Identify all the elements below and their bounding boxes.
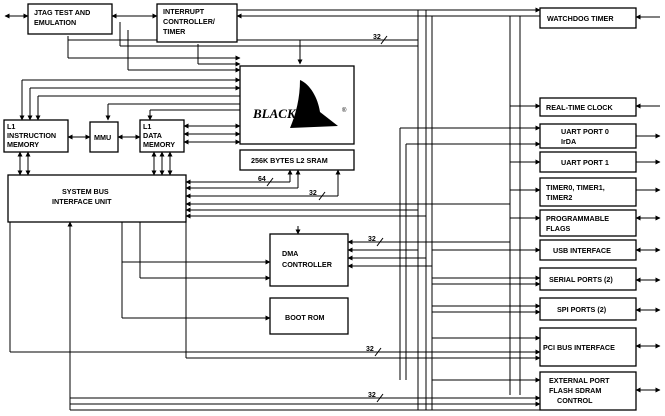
jtag-block: JTAG TEST AND EMULATION [27,3,113,35]
interrupt-label-line3: TIMER [163,27,186,36]
l1-instruction-label-line1: L1 [7,122,15,131]
dma-controller-block: DMA CONTROLLER [269,233,349,287]
system-bus-label-line1: SYSTEM BUS [62,187,109,196]
system-bus-interface-block: SYSTEM BUS INTERFACE UNIT [7,174,187,223]
interrupt-label-line1: INTERRUPT [163,7,205,16]
programmable-flags-block: PROGRAMMABLE FLAGS [539,209,637,237]
dma-label-line1: DMA [282,249,298,258]
watchdog-timer-block: WATCHDOG TIMER [539,7,637,29]
interrupt-label-line2: CONTROLLER/ [163,17,215,26]
bus-width-label: 32 [373,34,381,41]
dma-label-line2: CONTROLLER [282,260,333,269]
l1-data-label-line2: DATA [143,131,162,140]
spi-ports-block: SPI PORTS (2) [539,297,637,321]
timers-block: TIMER0, TIMER1, TIMER2 [539,177,637,207]
uart1-block: UART PORT 1 [539,151,637,173]
uart0-label-line2: IrDA [561,137,576,146]
system-bus-label-line2: INTERFACE UNIT [52,197,112,206]
uart0-label-line1: UART PORT 0 [561,127,609,136]
usb-interface-block: USB INTERFACE [539,239,637,261]
timers-label-line1: TIMER0, TIMER1, [546,183,605,192]
jtag-label-line1: JTAG TEST AND [34,8,90,17]
bus-width-label: 32 [309,190,317,197]
blackfin-fin-icon [290,80,338,128]
ext-label-line3: CONTROL [557,396,593,405]
serial-ports-block: SERIAL PORTS (2) [539,267,637,291]
registered-mark: ® [342,107,347,114]
boot-rom-label: BOOT ROM [285,313,325,322]
blackfin-logo-text: BLACKfin [252,106,311,121]
mmu-label: MMU [94,133,111,142]
bus-width-label: 32 [366,346,374,353]
pci-bus-interface-block: PCI BUS INTERFACE [539,327,637,367]
connections [4,7,661,411]
l1-instruction-label-line2: INSTRUCTION [7,131,56,140]
interrupt-controller-block: INTERRUPT CONTROLLER/ TIMER [156,3,238,43]
usb-label: USB INTERFACE [553,246,611,255]
l2-sram-label: 256K BYTES L2 SRAM [251,156,328,165]
spi-label: SPI PORTS (2) [557,305,607,314]
timers-label-line2: TIMER2 [546,193,572,202]
serial-label: SERIAL PORTS (2) [549,275,613,284]
real-time-clock-block: REAL-TIME CLOCK [539,97,637,117]
l2-sram-block: 256K BYTES L2 SRAM [239,149,355,171]
blackfin-core-block: BLACKfin ® [239,65,355,145]
l1-data-memory-block: L1 DATA MEMORY [139,119,185,153]
rtc-label: REAL-TIME CLOCK [546,103,613,112]
ext-label-line1: EXTERNAL PORT [549,376,610,385]
jtag-label-line2: EMULATION [34,18,76,27]
uart0-block: UART PORT 0 IrDA [539,123,637,149]
flags-label-line2: FLAGS [546,224,571,233]
bus-width-label: 32 [368,392,376,399]
external-port-block: EXTERNAL PORT FLASH SDRAM CONTROL [539,371,637,411]
flags-label-line1: PROGRAMMABLE [546,214,609,223]
l1-data-label-line3: MEMORY [143,140,175,149]
l1-instruction-label-line3: MEMORY [7,140,39,149]
watchdog-label: WATCHDOG TIMER [547,14,614,23]
mmu-block: MMU [89,121,119,153]
l1-data-label-line1: L1 [143,122,151,131]
bus-width-label: 64 [258,176,266,183]
pci-label: PCI BUS INTERFACE [543,343,615,352]
ext-label-line2: FLASH SDRAM [549,386,601,395]
boot-rom-block: BOOT ROM [269,297,349,335]
uart1-label: UART PORT 1 [561,158,609,167]
bus-width-label: 32 [368,236,376,243]
l1-instruction-memory-block: L1 INSTRUCTION MEMORY [3,119,69,153]
